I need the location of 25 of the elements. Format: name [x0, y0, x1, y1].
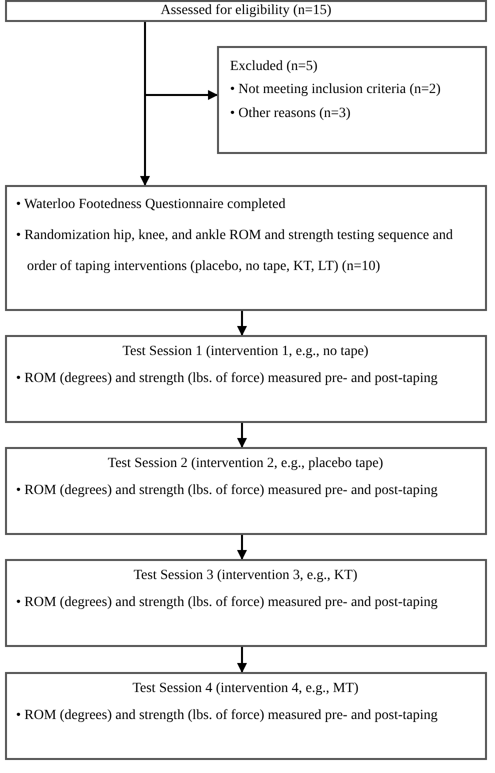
bullet-text: • Other reasons (n=3) [230, 105, 352, 123]
process-box [5, 0, 487, 22]
bullet-text: • Waterloo Footedness Questionnaire completed [16, 196, 286, 214]
arrow [237, 535, 247, 560]
process-box [5, 672, 487, 760]
bullet-text: • ROM (degrees) and strength (lbs. of force) measured pre- and post-taping [16, 707, 439, 725]
process-box [5, 185, 487, 311]
arrow [237, 647, 247, 673]
process-box [217, 46, 487, 154]
bullet-text: • Not meeting inclusion criteria (n=2) [230, 81, 442, 99]
bullet-text: • ROM (degrees) and strength (lbs. of force) measured pre- and post-taping [16, 482, 439, 500]
process-box [5, 559, 487, 647]
process-box [5, 335, 487, 423]
box-heading: Test Session 2 (intervention 2, e.g., placebo tape) [106, 455, 384, 473]
bullet-text: • ROM (degrees) and strength (lbs. of force) measured pre- and post-taping [16, 370, 439, 388]
bullet-text: • ROM (degrees) and strength (lbs. of force) measured pre- and post-taping [16, 594, 439, 612]
arrow [237, 423, 247, 448]
box-heading: Test Session 4 (intervention 4, e.g., MT) [131, 680, 360, 698]
process-box [5, 447, 487, 535]
bullet-text: • Randomization hip, knee, and ankle ROM and strength testing sequence and order of taping interventions (placebo, no tape, KT, LT) (n=10) [16, 227, 454, 276]
box-heading: Excluded (n=5) [230, 58, 319, 76]
box-heading: Test Session 1 (intervention 1, e.g., no tape) [122, 343, 370, 361]
box-heading: Assessed for eligibility (n=15) [160, 2, 332, 20]
box-heading: Test Session 3 (intervention 3, e.g., KT) [132, 567, 358, 585]
arrow [237, 311, 247, 336]
